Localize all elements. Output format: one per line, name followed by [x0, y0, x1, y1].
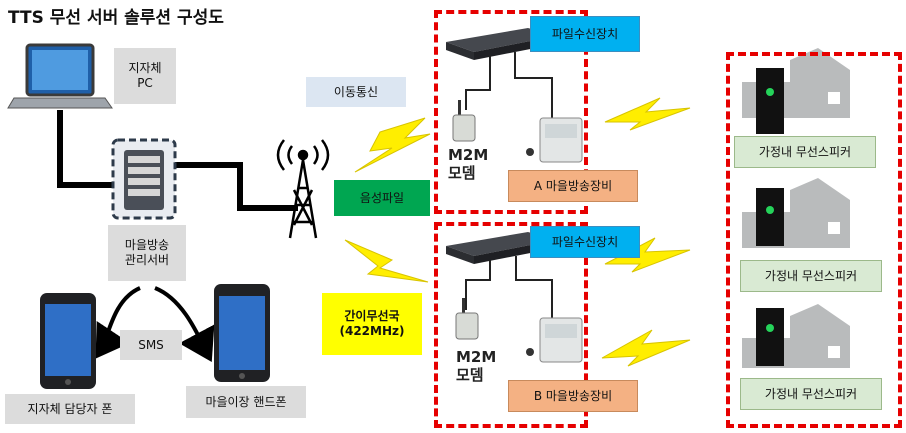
label-village-server: 마을방송 관리서버 [108, 225, 186, 281]
server-tower-link [175, 162, 298, 211]
broadcast-amplifier-icon [526, 117, 583, 163]
label-simple-radio: 간이무선국 (422MHz) [322, 293, 422, 355]
label-chief-phone: 마을이장 핸드폰 [186, 386, 306, 418]
antenna-tower-icon [276, 139, 330, 239]
group-village-a [434, 10, 588, 214]
label-officer-phone: 지자체 담당자 폰 [5, 394, 135, 424]
sms-arrow-right [154, 286, 215, 363]
page-title: TTS 무선 서버 솔루션 구성도 [8, 8, 224, 28]
smartphone-icon [214, 284, 270, 382]
m2m-modem-icon [455, 298, 479, 340]
label-file-receiver-a: 파일수신장치 [530, 16, 640, 52]
label-voice-file: 음성파일 [334, 180, 430, 216]
label-modem-b: M2M 모뎀 [456, 348, 497, 384]
laptop-icon [7, 43, 113, 109]
group-home-speakers [726, 52, 902, 428]
label-file-receiver-b: 파일수신장치 [530, 226, 640, 258]
group-village-b [434, 222, 588, 428]
label-modem-a: M2M 모뎀 [448, 146, 489, 182]
wireless-speaker-icon [756, 188, 784, 246]
label-speaker-2: 가정내 무선스피커 [740, 260, 882, 292]
pc-server-link [57, 110, 115, 188]
sms-arrow-left [95, 286, 141, 359]
label-mobile-comm: 이동통신 [306, 77, 406, 107]
wireless-speaker-icon [756, 68, 784, 134]
label-speaker-1: 가정내 무선스피커 [734, 136, 876, 168]
m2m-modem-icon [452, 100, 476, 142]
wireless-speaker-icon [756, 308, 784, 366]
lightning-bolt-icon [344, 97, 691, 367]
label-broadcast-b: B 마을방송장비 [508, 380, 638, 412]
smartphone-icon [40, 293, 96, 389]
label-speaker-3: 가정내 무선스피커 [740, 378, 882, 410]
label-broadcast-a: A 마을방송장비 [508, 170, 638, 202]
server-icon [111, 138, 177, 220]
label-local-gov-pc: 지자체 PC [114, 48, 176, 104]
broadcast-amplifier-icon [526, 317, 583, 363]
label-sms: SMS [120, 330, 182, 360]
